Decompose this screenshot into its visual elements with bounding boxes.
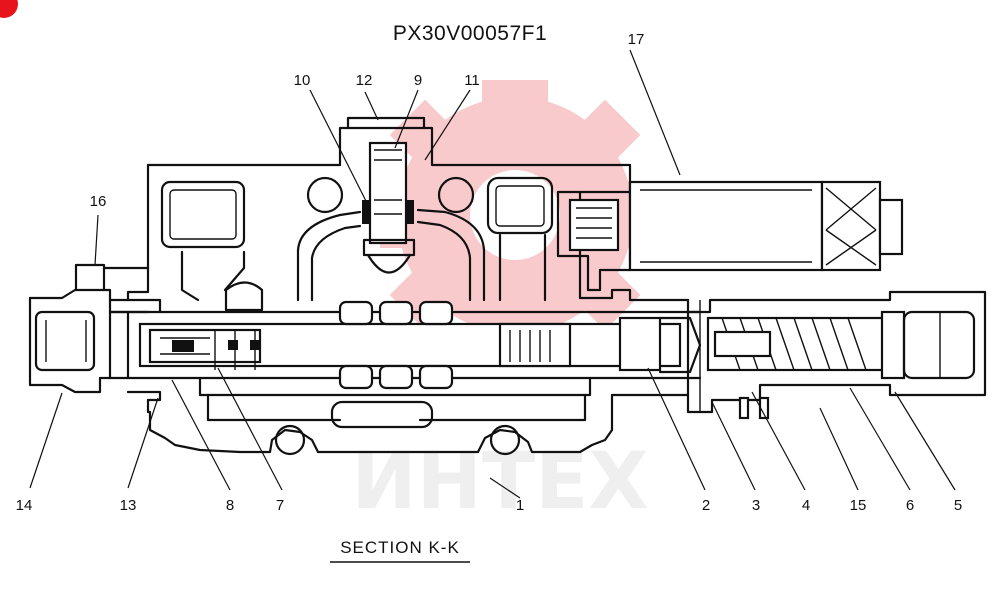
drawing-title: PX30V00057F1 <box>393 22 547 45</box>
left-spool-internals <box>148 281 264 370</box>
callout-3: 3 <box>752 497 760 514</box>
spring-housing <box>686 290 987 420</box>
valve-body <box>28 116 987 456</box>
callout-12: 12 <box>356 72 373 89</box>
callout-7: 7 <box>276 497 284 514</box>
callout-13: 13 <box>120 497 137 514</box>
solenoid <box>556 180 904 292</box>
callout-8: 8 <box>226 497 234 514</box>
callout-15: 15 <box>850 497 867 514</box>
watermark-text: ИНТЕХ <box>351 437 648 527</box>
callout-9: 9 <box>414 72 422 89</box>
section-caption: SECTION K-K <box>340 538 460 557</box>
callout-17: 17 <box>628 31 645 48</box>
corner-badge-icon <box>0 0 18 18</box>
callout-14: 14 <box>16 497 33 514</box>
callout-1: 1 <box>516 497 524 514</box>
callout-16: 16 <box>90 193 107 210</box>
leader-lines <box>29 49 956 499</box>
callout-5: 5 <box>954 497 962 514</box>
callout-4: 4 <box>802 497 810 514</box>
callout-2: 2 <box>702 497 710 514</box>
callout-10: 10 <box>294 72 311 89</box>
callout-6: 6 <box>906 497 914 514</box>
callout-11: 11 <box>464 72 480 89</box>
